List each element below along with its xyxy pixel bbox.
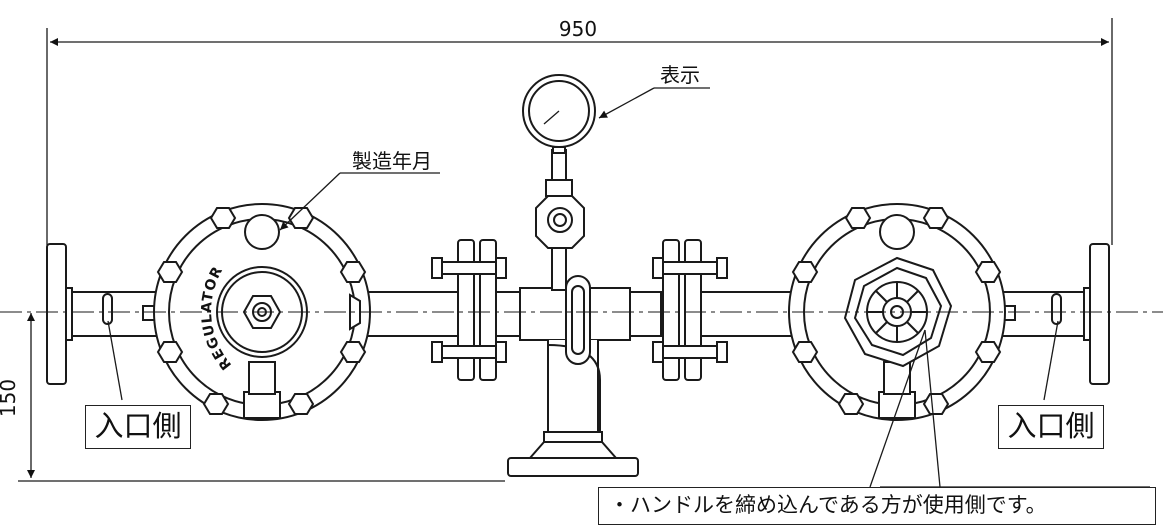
height-dimension: 150: [0, 313, 505, 482]
height-dimension-label: 150: [0, 379, 20, 417]
right-sight-slot: [1051, 293, 1062, 325]
width-dimension: 950: [46, 17, 1113, 245]
left-mid-flanges: [431, 239, 507, 381]
right-regulator: [788, 203, 1006, 421]
right-mid-flanges: [652, 239, 728, 381]
right-end-flange: [1083, 243, 1110, 385]
manufacture-date-label: 製造年月: [352, 149, 432, 173]
inlet-right-label: 入口側: [998, 405, 1104, 449]
gauge-label: 表示: [660, 63, 700, 87]
usage-note: ・ハンドルを締め込んである方が使用側です。: [598, 487, 1156, 525]
inlet-left-label: 入口側: [85, 405, 191, 449]
gauge-riser: [535, 149, 585, 291]
valve-handle: [535, 195, 585, 249]
handwheel: [843, 256, 953, 368]
width-dimension-label: 950: [559, 17, 597, 41]
support-stand: [507, 275, 639, 477]
pressure-gauge: [522, 74, 596, 154]
left-sight-slot: [102, 293, 113, 325]
left-end-flange: [46, 243, 73, 385]
